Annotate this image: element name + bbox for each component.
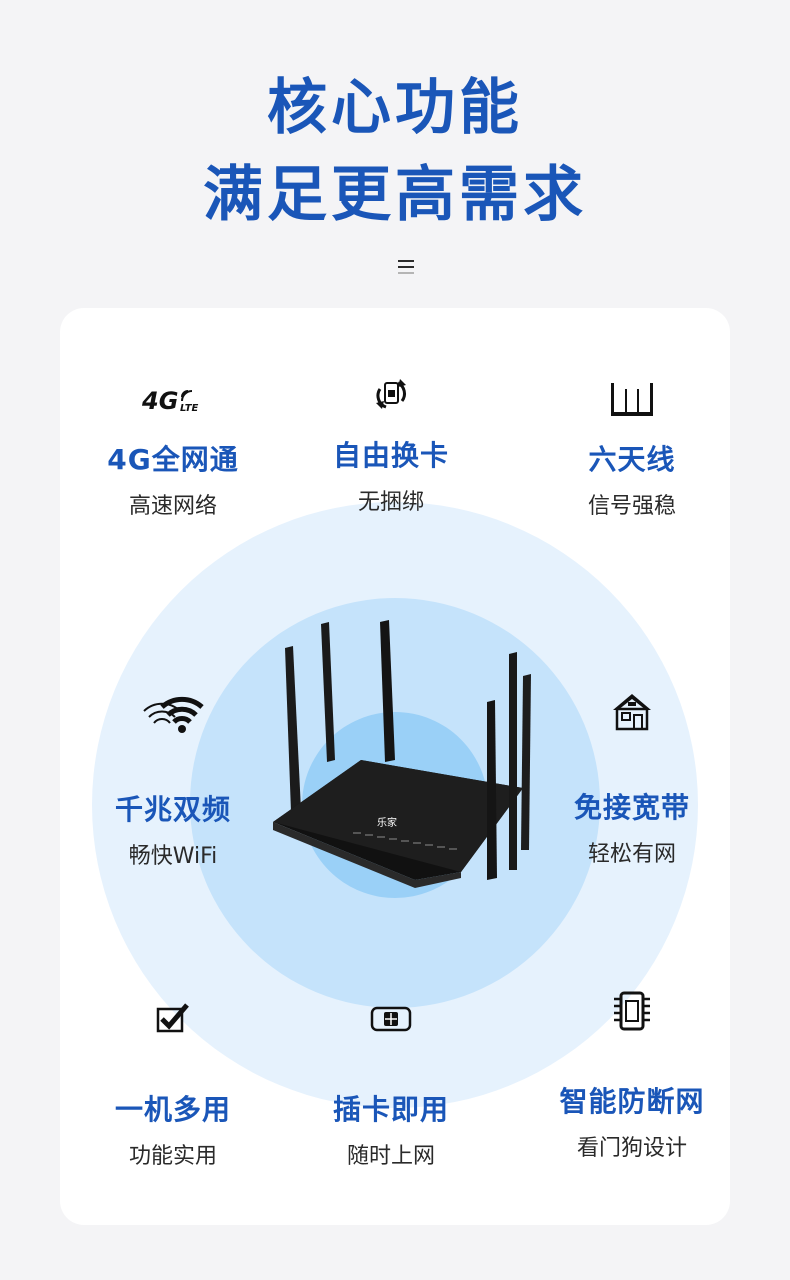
feature-desc: 无捆绑 bbox=[357, 490, 424, 515]
antenna-icon bbox=[611, 383, 653, 416]
feature-title: 六天线 bbox=[588, 443, 676, 476]
feature-title: 免接宽带 bbox=[573, 791, 690, 824]
feature-title: 4G全网通 bbox=[107, 443, 239, 476]
feature-title: 插卡即用 bbox=[332, 1093, 449, 1126]
checkbox-icon bbox=[156, 1003, 189, 1033]
feature-desc: 轻松有网 bbox=[587, 842, 676, 867]
sim-swap-icon bbox=[376, 379, 406, 409]
router-image: 乐家 bbox=[273, 620, 531, 888]
feature-desc: 信号强稳 bbox=[587, 494, 676, 519]
dual-wifi-icon bbox=[143, 696, 204, 733]
feature-title: 智能防断网 bbox=[559, 1085, 705, 1118]
page-title-line1: 核心功能 bbox=[267, 73, 523, 143]
sim-card-icon bbox=[370, 1006, 412, 1032]
router-brand: 乐家 bbox=[377, 816, 397, 829]
house-icon bbox=[613, 694, 651, 731]
feature-desc: 随时上网 bbox=[346, 1144, 435, 1169]
feature-no-broadband: 免接宽带 轻松有网 bbox=[522, 686, 730, 866]
feature-title: 千兆双频 bbox=[114, 793, 231, 826]
svg-text:4G: 4G bbox=[141, 387, 178, 415]
feature-title: 自由换卡 bbox=[332, 439, 449, 472]
divider-icon bbox=[398, 260, 414, 280]
feature-plug-and-play: 插卡即用 随时上网 bbox=[281, 994, 501, 1168]
feature-sim-swap: 自由换卡 无捆绑 bbox=[281, 370, 501, 514]
feature-dual-band: 千兆双频 畅快WiFi bbox=[63, 688, 283, 868]
feature-multi-use: 一机多用 功能实用 bbox=[63, 994, 283, 1168]
feature-title: 一机多用 bbox=[114, 1093, 231, 1126]
feature-watchdog: 智能防断网 看门狗设计 bbox=[522, 986, 730, 1160]
feature-desc: 高速网络 bbox=[128, 494, 217, 519]
4g-lte-icon: 4G LTE bbox=[141, 387, 199, 415]
feature-desc: 看门狗设计 bbox=[576, 1136, 687, 1161]
page-title-line2: 满足更高需求 bbox=[203, 160, 587, 230]
svg-text:LTE: LTE bbox=[180, 403, 199, 414]
chip-icon bbox=[614, 991, 650, 1031]
features-card: 乐家 4G LTE 4G全网通 高速网络 bbox=[60, 308, 730, 1225]
feature-desc: 畅快WiFi bbox=[128, 844, 218, 869]
feature-desc: 功能实用 bbox=[128, 1144, 217, 1169]
feature-antenna: 六天线 信号强稳 bbox=[522, 374, 730, 518]
feature-4g: 4G LTE 4G全网通 高速网络 bbox=[63, 374, 283, 518]
